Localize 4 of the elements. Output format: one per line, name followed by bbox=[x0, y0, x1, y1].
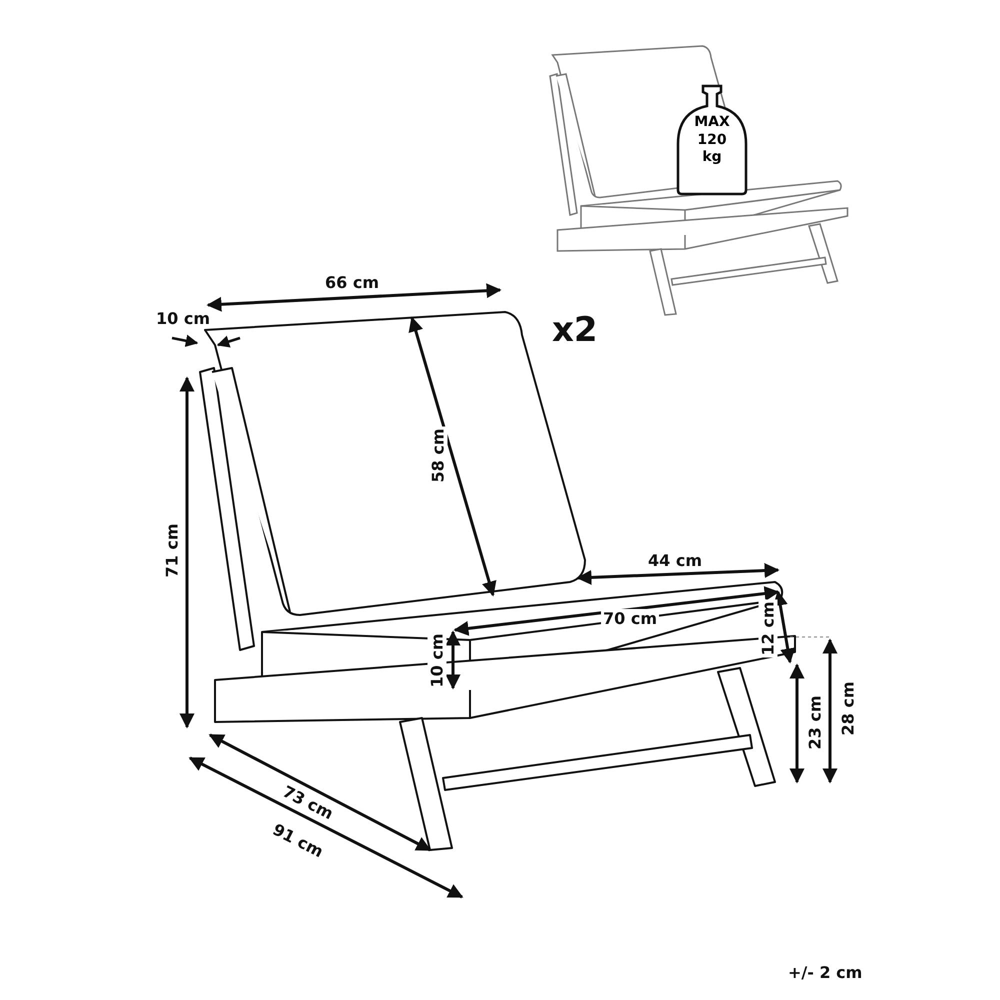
dimension-label: 70 cm bbox=[601, 608, 659, 628]
dimension-label: 12 cm bbox=[758, 599, 778, 657]
dimension-label: 58 cm bbox=[428, 426, 448, 484]
weight-icon: MAX 120 kg bbox=[676, 84, 748, 196]
